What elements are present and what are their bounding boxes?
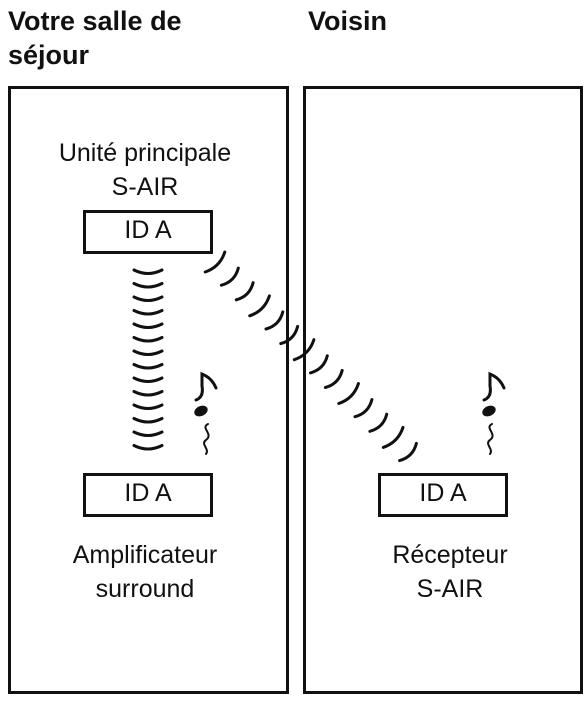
wave-arc: [219, 266, 240, 287]
wave-arc: [132, 282, 164, 289]
music-note-icon: [194, 371, 218, 455]
wave-arc: [132, 376, 164, 383]
wave-arc: [248, 294, 271, 318]
wave-arc: [381, 425, 405, 449]
receiver-id-box: ID A: [378, 473, 508, 517]
wave-arc: [132, 363, 164, 370]
main-unit-id-box: ID A: [83, 210, 213, 254]
wave-arc: [398, 441, 418, 463]
neighbor-room-panel: [303, 86, 583, 694]
main-unit-caption: Unité principale S-AIR: [58, 139, 232, 201]
wave-arc: [292, 338, 316, 362]
wave-arc: [279, 325, 300, 346]
amplifier-caption: Amplificateur surround: [72, 541, 218, 603]
wave-arc: [132, 403, 164, 410]
radio-wave-icon-diagonal: [203, 250, 418, 463]
wave-arc: [337, 382, 360, 405]
wave-arc: [309, 354, 329, 375]
wave-arc: [132, 430, 164, 437]
amplifier-id-box: ID A: [83, 473, 213, 517]
music-note-icon: [482, 371, 506, 455]
wave-arc: [132, 295, 164, 302]
wave-arc: [234, 281, 255, 302]
living-room-panel: [8, 86, 289, 694]
heading-living-room: Votre salle de séjour: [8, 6, 182, 70]
radio-wave-icon-vertical: [132, 268, 164, 451]
wave-arc: [368, 412, 389, 433]
wave-arc: [203, 250, 227, 274]
wave-arc: [132, 349, 164, 356]
wave-arc: [132, 417, 164, 424]
wave-arc: [264, 310, 285, 331]
wave-arc: [132, 309, 164, 316]
wave-arc: [323, 368, 344, 389]
wave-arc: [353, 398, 374, 419]
heading-neighbor: Voisin: [308, 6, 388, 36]
wave-arc: [132, 336, 164, 343]
wave-arc: [132, 322, 164, 329]
receiver-caption: Récepteur S-AIR: [392, 541, 508, 603]
wave-arc: [132, 444, 164, 451]
wave-arc: [132, 268, 164, 275]
wave-arc: [132, 390, 164, 397]
